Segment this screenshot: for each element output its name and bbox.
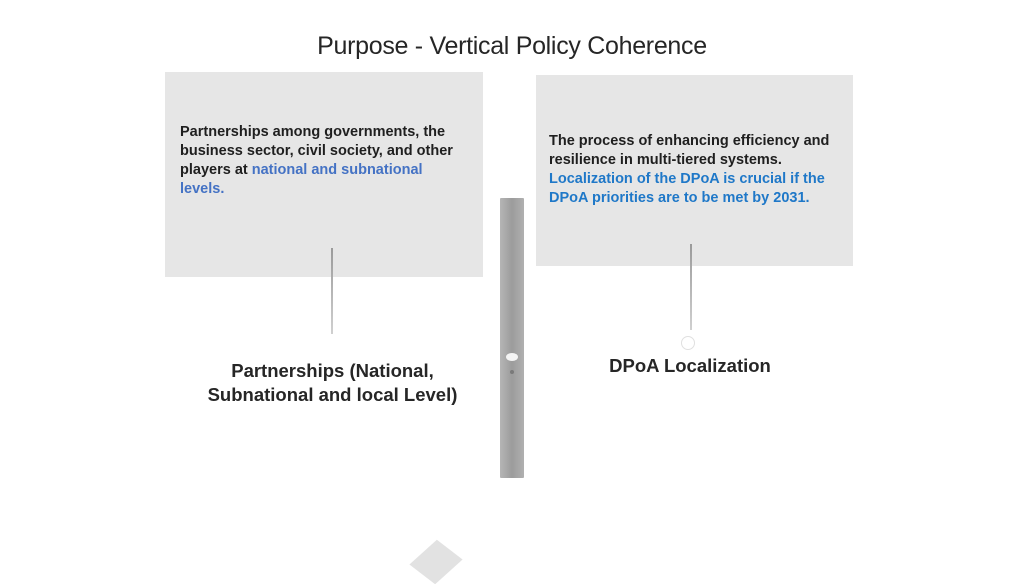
left-box-text-highlight: national and subnational levels. bbox=[180, 162, 423, 197]
pillar-knob bbox=[506, 353, 518, 361]
slide-title: Purpose - Vertical Policy Coherence bbox=[317, 32, 707, 60]
right-connector-line bbox=[690, 244, 692, 330]
pillar-mark bbox=[510, 370, 514, 374]
left-text-box: Partnerships among governments, the busi… bbox=[165, 72, 483, 277]
right-box-text-highlight: Localization of the DPoA is crucial if t… bbox=[549, 171, 825, 206]
right-box-text-plain: The process of enhancing efficiency and … bbox=[549, 133, 830, 168]
right-box-text: The process of enhancing efficiency and … bbox=[549, 132, 844, 208]
left-connector-line bbox=[331, 248, 333, 334]
left-box-text-plain: Partnerships among governments, the busi… bbox=[180, 124, 453, 178]
right-text-box: The process of enhancing efficiency and … bbox=[536, 75, 853, 266]
right-connector-dot bbox=[681, 336, 695, 350]
right-caption: DPoA Localization bbox=[609, 355, 771, 376]
center-pillar bbox=[500, 198, 524, 478]
left-box-text: Partnerships among governments, the busi… bbox=[180, 123, 470, 199]
left-caption: Partnerships (National, Subnational and … bbox=[207, 360, 458, 405]
decorative-shard bbox=[409, 539, 463, 584]
